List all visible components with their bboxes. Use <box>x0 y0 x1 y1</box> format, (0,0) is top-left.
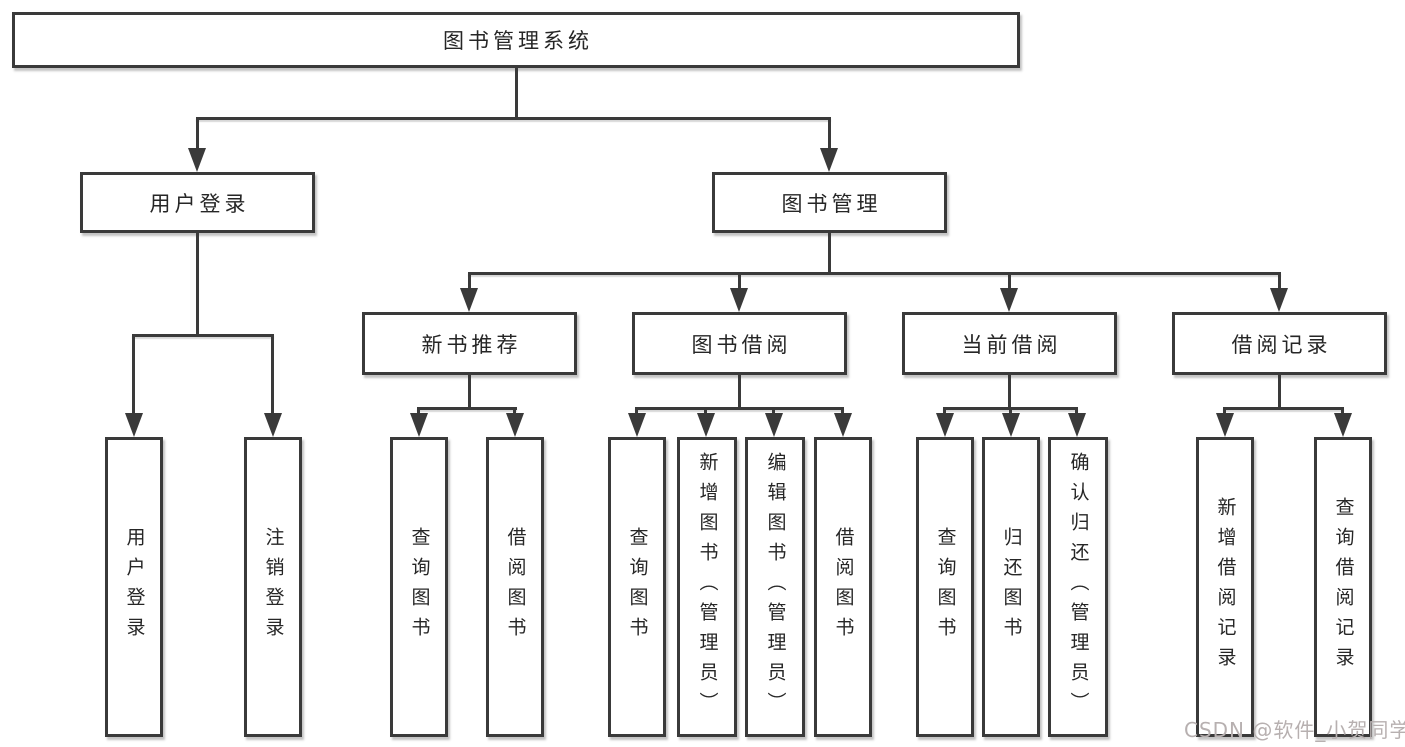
connector-hline <box>196 117 831 120</box>
arrowhead-down-icon <box>936 413 954 437</box>
leaf-return-books: 归还图书 <box>982 437 1040 737</box>
node-label: 新增借阅记录 <box>1214 497 1237 677</box>
connector-vline <box>513 407 516 415</box>
arrowhead-down-icon <box>1000 288 1018 312</box>
connector-hline <box>132 334 274 337</box>
connector-vline <box>271 334 274 414</box>
node-label: 新增图书（管理员） <box>696 452 719 722</box>
arrowhead-down-icon <box>264 413 282 437</box>
connector-vline <box>468 272 471 289</box>
leaf-user-login: 用户登录 <box>105 437 163 737</box>
connector-vline <box>738 272 741 289</box>
connector-vline <box>1009 407 1012 415</box>
connector-vline <box>1278 272 1281 289</box>
node-user-login: 用户登录 <box>80 172 315 233</box>
node-label: 用户登录 <box>123 527 146 647</box>
arrowhead-down-icon <box>410 413 428 437</box>
leaf-query-books-3: 查询图书 <box>916 437 974 737</box>
arrowhead-down-icon <box>765 413 783 437</box>
connector-hline <box>1223 407 1344 410</box>
node-current-borrowing: 当前借阅 <box>902 312 1117 375</box>
connector-vline <box>828 117 831 150</box>
connector-vline <box>1278 373 1281 409</box>
node-label: 查询借阅记录 <box>1332 497 1355 677</box>
arrowhead-down-icon <box>1334 413 1352 437</box>
leaf-add-book-admin: 新增图书（管理员） <box>677 437 737 737</box>
leaf-confirm-return-admin: 确认归还（管理员） <box>1048 437 1108 737</box>
arrowhead-down-icon <box>1002 413 1020 437</box>
connector-vline <box>738 373 741 409</box>
connector-vline <box>635 407 638 415</box>
node-label: 借阅图书 <box>832 527 855 647</box>
node-label: 用户登录 <box>149 191 250 216</box>
csdn-watermark: CSDN @软件_小贺同学 <box>1184 718 1405 742</box>
leaf-query-books-1: 查询图书 <box>390 437 448 737</box>
node-library-management-system: 图书管理系统 <box>12 12 1020 68</box>
node-label: 注销登录 <box>262 527 285 647</box>
arrowhead-down-icon <box>1216 413 1234 437</box>
connector-hline <box>468 272 1281 275</box>
arrowhead-down-icon <box>1068 413 1086 437</box>
arrowhead-down-icon <box>834 413 852 437</box>
arrowhead-down-icon <box>460 288 478 312</box>
leaf-add-borrow-record: 新增借阅记录 <box>1196 437 1254 737</box>
connector-vline <box>417 407 420 415</box>
connector-vline <box>1341 407 1344 415</box>
leaf-borrow-books-1: 借阅图书 <box>486 437 544 737</box>
connector-vline <box>943 407 946 415</box>
arrowhead-down-icon <box>820 148 838 172</box>
node-label: 新书推荐 <box>421 332 522 357</box>
leaf-edit-book-admin: 编辑图书（管理员） <box>745 437 805 737</box>
connector-vline <box>515 68 518 118</box>
arrowhead-down-icon <box>628 413 646 437</box>
node-label: 图书借阅 <box>691 332 792 357</box>
node-label: 查询图书 <box>408 527 431 647</box>
arrowhead-down-icon <box>506 413 524 437</box>
node-new-book-recommendation: 新书推荐 <box>362 312 577 375</box>
arrowhead-down-icon <box>730 288 748 312</box>
connector-vline <box>132 334 135 414</box>
connector-vline <box>468 373 471 409</box>
connector-vline <box>841 407 844 415</box>
node-label: 归还图书 <box>1000 527 1023 647</box>
connector-hline <box>635 407 844 410</box>
arrowhead-down-icon <box>125 413 143 437</box>
connector-vline <box>196 231 199 336</box>
node-borrowing-records: 借阅记录 <box>1172 312 1387 375</box>
node-label: 当前借阅 <box>961 332 1062 357</box>
connector-vline <box>1075 407 1078 415</box>
leaf-logout: 注销登录 <box>244 437 302 737</box>
node-label: 查询图书 <box>626 527 649 647</box>
connector-vline <box>196 117 199 150</box>
node-label: 查询图书 <box>934 527 957 647</box>
connector-vline <box>704 407 707 415</box>
node-book-borrowing: 图书借阅 <box>632 312 847 375</box>
arrowhead-down-icon <box>188 148 206 172</box>
connector-vline <box>1008 373 1011 409</box>
node-label: 借阅图书 <box>504 527 527 647</box>
node-label: 图书管理 <box>781 191 882 216</box>
leaf-query-borrow-record: 查询借阅记录 <box>1314 437 1372 737</box>
node-label: 确认归还（管理员） <box>1067 452 1090 722</box>
node-label: 编辑图书（管理员） <box>764 452 787 722</box>
arrowhead-down-icon <box>1270 288 1288 312</box>
node-book-management: 图书管理 <box>712 172 947 233</box>
connector-vline <box>772 407 775 415</box>
connector-hline <box>417 407 517 410</box>
leaf-query-books-2: 查询图书 <box>608 437 666 737</box>
node-label: 借阅记录 <box>1231 332 1332 357</box>
arrowhead-down-icon <box>697 413 715 437</box>
connector-vline <box>1008 272 1011 289</box>
connector-vline <box>1223 407 1226 415</box>
node-label: 图书管理系统 <box>443 29 593 53</box>
leaf-borrow-books-2: 借阅图书 <box>814 437 872 737</box>
connector-vline <box>828 231 831 274</box>
